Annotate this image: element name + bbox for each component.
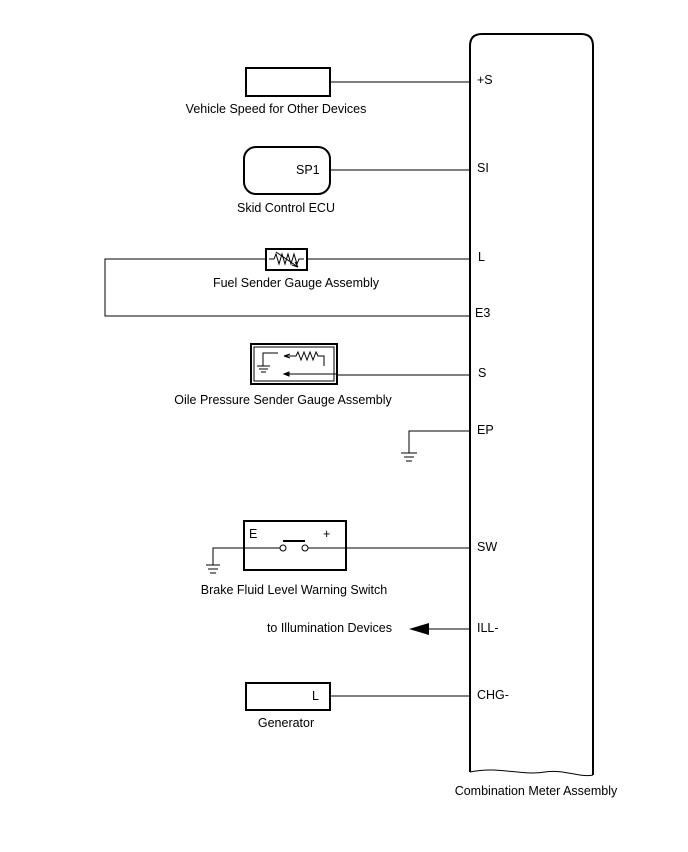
skid-control-ecu: SP1 Skid Control ECU SI [237, 146, 489, 215]
brake-switch-pin-plus: + [323, 527, 330, 541]
skid-ecu-pin: SP1 [296, 163, 320, 177]
illumination-label: to Illumination Devices [267, 621, 392, 635]
illumination-output: to Illumination Devices ILL- [267, 621, 499, 635]
ground-icon [257, 365, 270, 373]
fuel-sender-label: Fuel Sender Gauge Assembly [213, 276, 380, 290]
generator-pin: L [312, 689, 319, 703]
meter-label: Combination Meter Assembly [455, 784, 618, 798]
pin-e3: E3 [475, 306, 490, 320]
fuel-sender-gauge: Fuel Sender Gauge Assembly L E3 [104, 248, 490, 320]
skid-ecu-label: Skid Control ECU [237, 201, 335, 215]
switch-icon [244, 540, 346, 552]
pin-si: SI [477, 161, 489, 175]
ground-icon [401, 452, 417, 462]
brake-switch-pin-e: E [249, 527, 257, 541]
combination-meter-assembly: Combination Meter Assembly [455, 33, 618, 798]
pin-chg: CHG- [477, 688, 509, 702]
pin-ill: ILL- [477, 621, 499, 635]
pin-s: S [478, 366, 486, 380]
vehicle-speed-device: Vehicle Speed for Other Devices +S [186, 67, 493, 116]
pin-sw: SW [477, 540, 497, 554]
resistor-icon [284, 350, 325, 366]
pin-ep: EP [477, 423, 494, 437]
ground-icon [206, 564, 220, 574]
oil-pressure-sender-gauge: Oile Pressure Sender Gauge Assembly S [174, 343, 486, 407]
oil-sender-label: Oile Pressure Sender Gauge Assembly [174, 393, 392, 407]
generator: L Generator CHG- [245, 682, 509, 730]
pin-s-plus: +S [477, 73, 493, 87]
brake-fluid-warning-switch: E + Brake Fluid Level Warning Switch SW [201, 520, 497, 597]
ep-ground-connection: EP [401, 423, 494, 462]
vehicle-speed-label: Vehicle Speed for Other Devices [186, 102, 367, 116]
generator-label: Generator [258, 716, 314, 730]
arrow-left-icon [409, 623, 429, 635]
pin-l: L [478, 250, 485, 264]
brake-switch-label: Brake Fluid Level Warning Switch [201, 583, 387, 597]
